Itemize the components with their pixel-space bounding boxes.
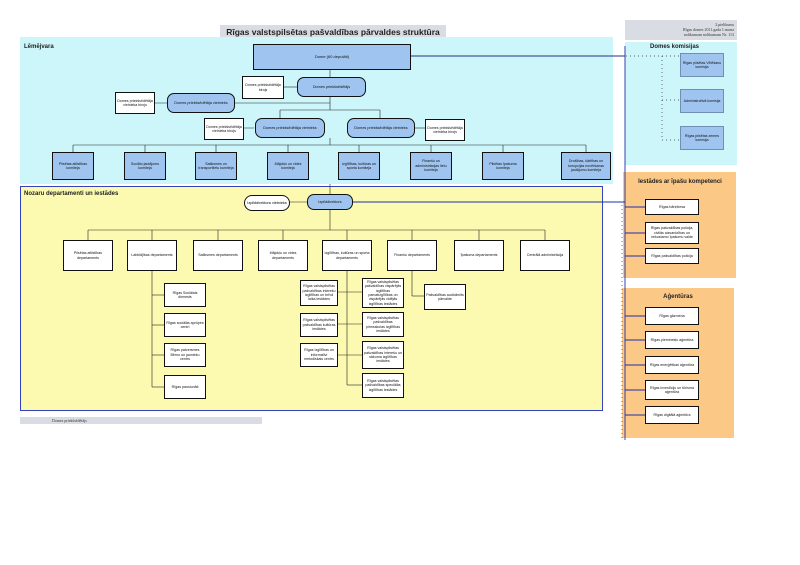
izglitibas-iestade-box: Rīgas valstspilsētas pašvaldības intereš… bbox=[300, 280, 338, 306]
note-line: Rīgas domes 2011.gada 1.marta bbox=[682, 27, 734, 32]
komiteja-box: Satiksmes un transportlietu komiteja bbox=[195, 152, 237, 180]
section-label-lemejvara: Lēmējvara bbox=[24, 44, 54, 50]
labklajibas-iestade-box: Rīgas patversmes Bērnu un jauniešu centr… bbox=[164, 343, 206, 367]
izglitibas-iestade-box: Rīgas valstspilsētas pašvaldības kultūra… bbox=[300, 313, 338, 337]
finansu-iestade-box: Pašvaldības audiolimits pārvalde bbox=[424, 284, 466, 310]
departaments-box: Mājokļu un vides departaments bbox=[258, 240, 308, 271]
vietnieks-left-box: Domes priekšsēdētāja vietnieks bbox=[167, 93, 235, 113]
vietnieks-birojs-center-box: Domes priekšsēdētāja vietnieka birojs bbox=[204, 118, 244, 140]
departaments-box: Centrālā administrācija bbox=[520, 240, 570, 271]
izglitibas-iestade-box: Rīgas valstspilsētas pašvaldības intereš… bbox=[362, 341, 404, 369]
labklajibas-iestade-box: Rīgas pansionāti bbox=[164, 375, 206, 399]
vietnieks-right-box: Domes priekšsēdētāja vietnieks bbox=[347, 118, 415, 138]
departaments-box: Labklājības departaments bbox=[127, 240, 177, 271]
birojs-box: Domes priekšsēdētāja birojs bbox=[242, 76, 284, 99]
iestade-box: Rīgas pašvaldības policija bbox=[645, 248, 699, 264]
komisija-box: Administratīvā komisija bbox=[680, 89, 724, 113]
izglitibas-iestade-box: Rīgas Izglītības un informatīvi metodisk… bbox=[300, 343, 338, 367]
agentura-box: Rīgas digitālā aģentūra bbox=[645, 406, 699, 424]
section-label-domes-komisijas: Domes komisijas bbox=[650, 44, 700, 50]
komiteja-box: Izglītības, kultūras un sporta komiteja bbox=[338, 152, 380, 180]
komiteja-box: Finanšu un administrācijas lietu komitej… bbox=[410, 152, 452, 180]
section-label-agenturas: Aģentūras bbox=[663, 294, 693, 300]
departaments-box: Izglītības, kultūras un sporta departame… bbox=[322, 240, 372, 271]
komiteja-box: Mājokļu un vides komiteja bbox=[267, 152, 309, 180]
note-line: 2.pielikums bbox=[715, 22, 734, 27]
departaments-box: Pilsētas attīstības departaments bbox=[63, 240, 113, 271]
departaments-box: Satiksmes departaments bbox=[193, 240, 243, 271]
izpilddirektors-box: Izpilddirektors bbox=[307, 194, 353, 210]
vietnieks-birojs-right-box: Domes priekšsēdētāja vietnieka birojs bbox=[425, 119, 465, 141]
page-title: Rīgas valstspilsētas pašvaldības pārvald… bbox=[220, 25, 446, 39]
komisija-box: Rīgas pilsētas Vēlēšanu komisija bbox=[680, 53, 724, 77]
dome-box: Dome (60 deputāti) bbox=[253, 44, 411, 70]
komiteja-box: Drošības, kārtības un korupcijas novērša… bbox=[561, 152, 611, 180]
section-label-iestades: Iestādes ar īpašu kompetenci bbox=[638, 179, 722, 185]
izglitibas-iestade-box: Rīgas valstspilsētas pašvaldības vispārē… bbox=[362, 278, 404, 308]
footer-signature: Domes priekšsēdētājs bbox=[20, 417, 262, 424]
vietnieks-birojs-left-box: Domes priekšsēdētāja vietnieka birojs bbox=[115, 92, 155, 114]
komiteja-box: Pilsētas attīstības komiteja bbox=[52, 152, 94, 180]
labklajibas-iestade-box: Rīgas sociālās aprūpes centri bbox=[164, 313, 206, 337]
agentura-box: Rīgas investīciju un tūrisma aģentūra bbox=[645, 380, 699, 400]
komiteja-box: Pilsētas īpašuma komiteja bbox=[482, 152, 524, 180]
agentura-box: Rīgas pieminekļu aģentūra bbox=[645, 331, 699, 349]
iestade-box: Rīgas pašvaldības policija, civilās aizs… bbox=[645, 222, 699, 244]
note-line: nolikumam nolikumam Nr. 113 bbox=[683, 32, 734, 37]
izpild-vietnieks-box: Izpilddirektora vietnieks bbox=[244, 195, 290, 211]
komisija-box: Rīgas pilsētas zemes komisija bbox=[680, 126, 724, 150]
departaments-box: Īpašuma departaments bbox=[454, 240, 504, 271]
vietnieks-center-box: Domes priekšsēdētāja vietnieks bbox=[255, 118, 325, 138]
agentura-box: Rīgas gāzmeņa bbox=[645, 307, 699, 325]
appendix-note: 2.pielikums Rīgas domes 2011.gada 1.mart… bbox=[625, 20, 737, 40]
section-label-nozaru: Nozaru departamenti un iestādes bbox=[24, 191, 119, 197]
komiteja-box: Sociālo jautājumu komiteja bbox=[124, 152, 166, 180]
labklajibas-iestade-box: Rīgas Sociālais dienests bbox=[164, 283, 206, 307]
iestade-box: Rīgas bāriņtiesa bbox=[645, 199, 699, 215]
priekssedetajs-box: Domes priekšsēdētājs bbox=[297, 77, 366, 97]
agentura-box: Rīgas enerģētikas aģentūra bbox=[645, 356, 699, 374]
izglitibas-iestade-box: Rīgas valstspilsētas pašvaldības pirmssk… bbox=[362, 312, 404, 337]
departaments-box: Finanšu departaments bbox=[387, 240, 437, 271]
izglitibas-iestade-box: Rīgas valstspilsētas pašvaldības speciāl… bbox=[362, 373, 404, 398]
